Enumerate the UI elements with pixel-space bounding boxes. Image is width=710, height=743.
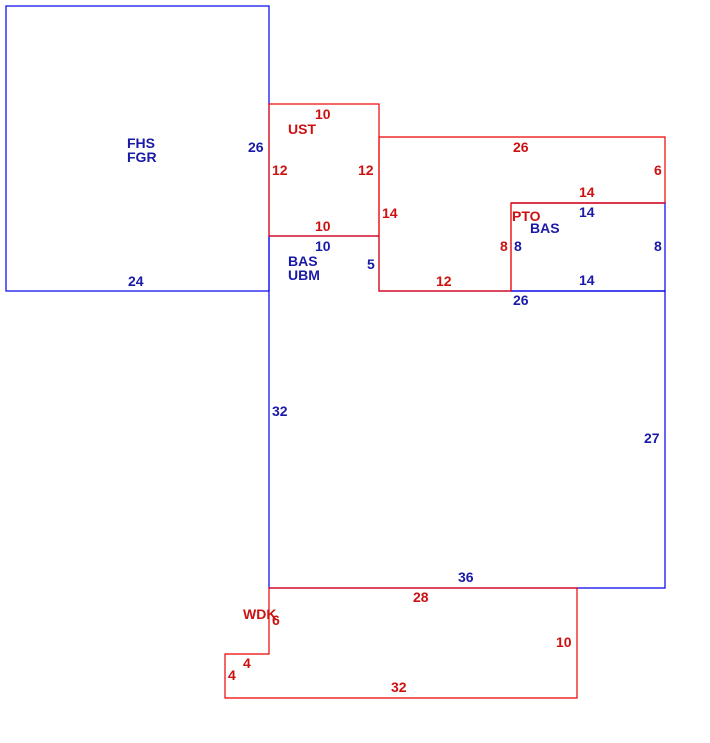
dim-deck-step-top: 4 (243, 655, 251, 671)
dim-garage-right: 26 (248, 139, 264, 155)
dim-base-right: 27 (644, 430, 660, 446)
deck-code: WDK (243, 606, 276, 622)
base-code-1: BAS (288, 253, 318, 269)
dim-deck-right: 10 (556, 634, 572, 650)
garage-code-1: FHS (127, 135, 155, 151)
dim-pto-top: 14 (579, 184, 595, 200)
dim-pto-left: 8 (500, 238, 508, 254)
dim-base-notch-right: 5 (367, 256, 375, 272)
dim-bas-left: 8 (514, 238, 522, 254)
dim-ust-left: 12 (272, 162, 288, 178)
garage-code-2: FGR (127, 149, 157, 165)
dim-bas-right: 8 (654, 238, 662, 254)
dim-ext-right: 6 (654, 162, 662, 178)
dim-ust-top: 10 (315, 106, 331, 122)
dim-garage-bottom: 24 (128, 273, 144, 289)
base-code-2: UBM (288, 267, 320, 283)
dim-deck-step-left: 4 (228, 667, 236, 683)
dim-base-notch-top: 10 (315, 238, 331, 254)
patio-code: PTO (512, 208, 541, 224)
upper-story-code: UST (288, 121, 316, 137)
dim-base-left: 32 (272, 403, 288, 419)
dim-bas-top: 14 (579, 204, 595, 220)
dim-bas-bottom: 14 (579, 272, 595, 288)
dim-ext-top: 26 (513, 139, 529, 155)
dim-base-bottom: 36 (458, 569, 474, 585)
deck-outline (224, 587, 578, 699)
dim-ext-left: 14 (382, 205, 398, 221)
dim-base-top-right: 26 (513, 292, 529, 308)
patio-base-code: BAS (530, 220, 560, 236)
dim-deck-bottom: 32 (391, 679, 407, 695)
dim-ext-bottom: 12 (436, 273, 452, 289)
dim-ust-bottom: 10 (315, 218, 331, 234)
dim-deck-top: 28 (413, 589, 429, 605)
dim-ust-right: 12 (358, 162, 374, 178)
base-outline (268, 235, 666, 589)
dim-deck-left: 6 (272, 612, 280, 628)
